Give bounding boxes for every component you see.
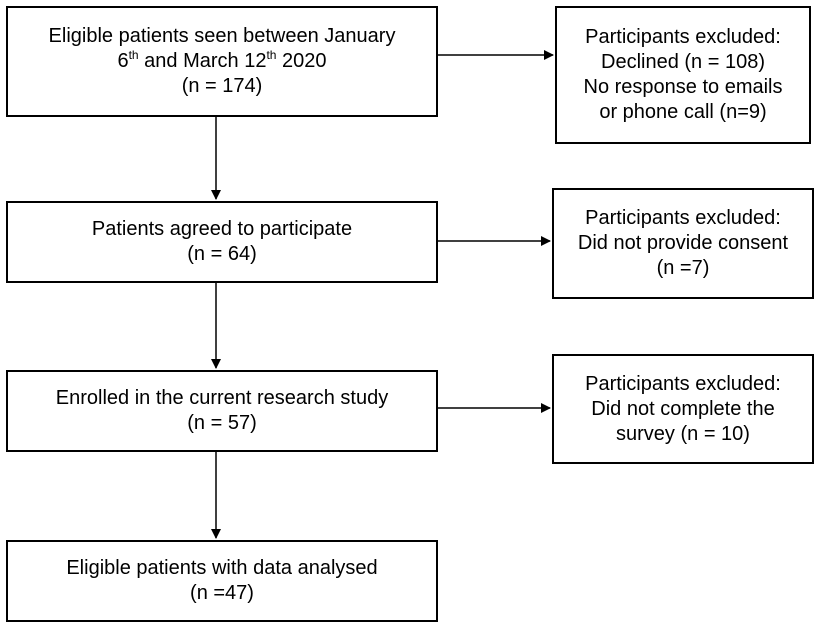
enrolled-box: Enrolled in the current research study (… <box>6 370 438 452</box>
excluded-box-2: Participants excluded: Did not provide c… <box>552 188 814 299</box>
excluded-1-no-response-count: or phone call (n=9) <box>599 101 767 123</box>
excluded-3-reason: Did not complete the <box>591 397 775 420</box>
eligible-patients-box: Eligible patients seen between January 6… <box>6 6 438 117</box>
agreed-count: (n = 64) <box>187 243 257 265</box>
excluded-3-title: Participants excluded: <box>585 372 781 395</box>
agreed-to-participate-box: Patients agreed to participate (n = 64) <box>6 201 438 283</box>
excluded-2-reason: Did not provide consent <box>577 232 789 254</box>
excluded-1-no-response: No response to emails <box>583 76 783 98</box>
analysed-label: Eligible patients with data analysed <box>66 557 378 579</box>
agreed-label: Patients agreed to participate <box>91 218 353 240</box>
enrolled-count: (n = 57) <box>187 412 257 434</box>
excluded-2-title: Participants excluded: <box>585 207 781 229</box>
analysed-box: Eligible patients with data analysed (n … <box>6 540 438 622</box>
eligible-count: (n = 174) <box>181 75 263 97</box>
excluded-box-1: Participants excluded: Declined (n = 108… <box>555 6 811 144</box>
excluded-2-count: (n =7) <box>656 257 710 279</box>
excluded-1-declined: Declined (n = 108) <box>601 51 765 73</box>
eligible-line2: 6th and March 12th 2020 <box>117 48 327 72</box>
excluded-3-count: survey (n = 10) <box>616 422 750 445</box>
excluded-1-title: Participants excluded: <box>585 26 781 48</box>
enrolled-label: Enrolled in the current research study <box>55 387 389 409</box>
eligible-line1: Eligible patients seen between January <box>48 25 396 47</box>
excluded-box-3: Participants excluded: Did not complete … <box>552 354 814 464</box>
analysed-count: (n =47) <box>190 582 254 604</box>
